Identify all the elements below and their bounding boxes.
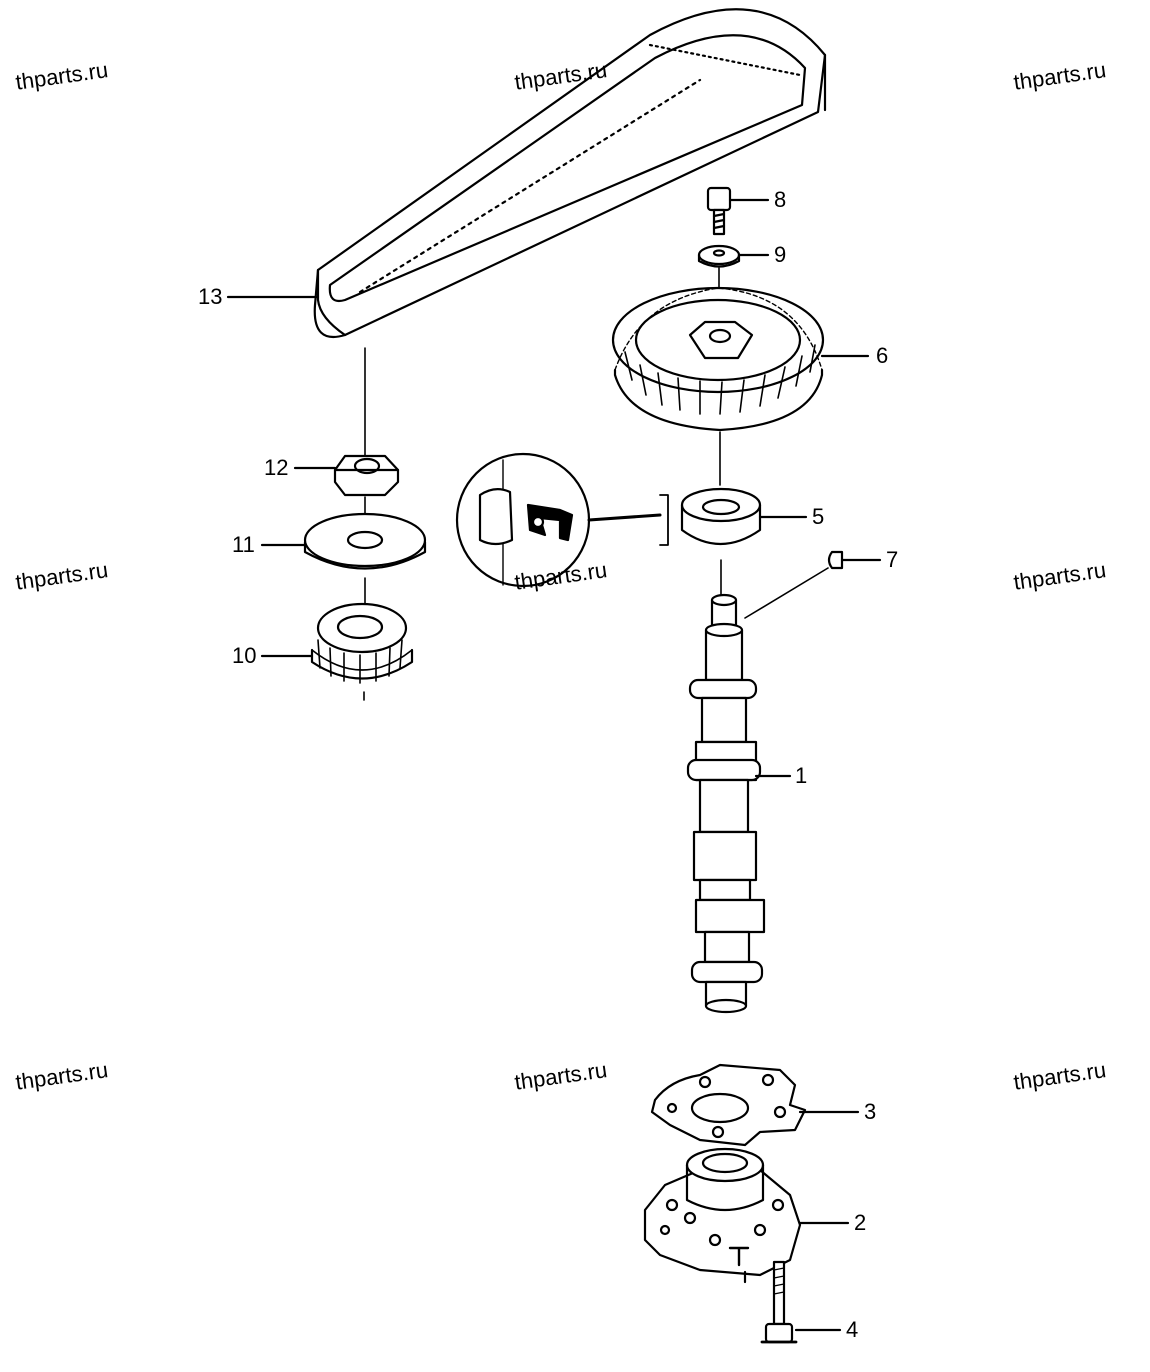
callout-9: 9 — [774, 242, 787, 267]
housing-icon — [643, 1147, 802, 1284]
bolt-long-icon — [760, 1260, 798, 1344]
callout-3: 3 — [864, 1099, 877, 1124]
camshaft-icon — [686, 593, 766, 1014]
callout-1: 1 — [795, 763, 808, 788]
callout-4: 4 — [846, 1317, 859, 1342]
woodruff-key-icon — [827, 550, 844, 570]
timing-belt-icon — [313, 8, 827, 338]
camshaft-pulley-icon — [611, 286, 825, 432]
callout-6: 6 — [876, 343, 889, 368]
seal-detail-inset-icon — [455, 452, 669, 588]
callout-13: 13 — [198, 284, 223, 309]
washer-icon — [697, 244, 741, 268]
nut-icon — [333, 454, 400, 497]
washer-large-icon — [303, 512, 427, 570]
callout-7: 7 — [886, 547, 899, 572]
oil-seal-icon — [680, 487, 762, 546]
callout-8: 8 — [774, 187, 787, 212]
bolt-icon — [706, 186, 732, 236]
callout-5: 5 — [812, 504, 825, 529]
crank-pulley-icon — [310, 602, 414, 684]
callout-2: 2 — [854, 1210, 867, 1235]
callout-11: 11 — [232, 532, 255, 557]
gasket-icon — [650, 1063, 807, 1147]
callout-10: 10 — [232, 643, 257, 668]
callout-12: 12 — [264, 455, 289, 480]
